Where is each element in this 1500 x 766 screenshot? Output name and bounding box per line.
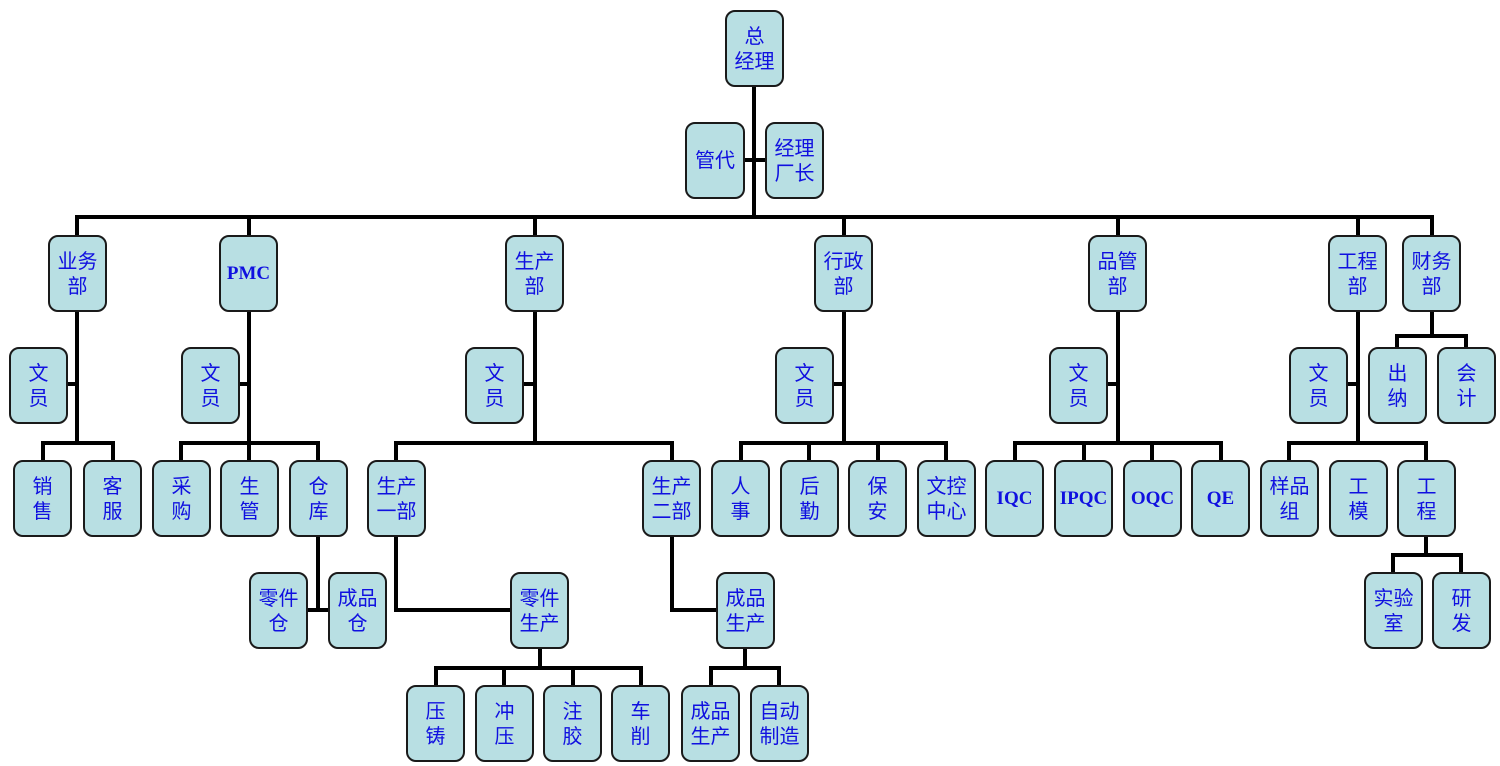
node-security: 保 安 (848, 460, 907, 537)
node-production-dept-1: 生产 一部 (367, 460, 426, 537)
node-sales-clerk: 文 员 (9, 347, 68, 424)
node-engineering-clerk: 文 员 (1289, 347, 1348, 424)
node-stamping: 冲 压 (475, 685, 534, 762)
node-purchasing: 采 购 (152, 460, 211, 537)
node-accounting: 会 计 (1437, 347, 1496, 424)
node-logistics: 后 勤 (780, 460, 839, 537)
node-production-dept-2: 生产 二部 (642, 460, 701, 537)
node-qc-clerk: 文 员 (1049, 347, 1108, 424)
line-eng-bus (1287, 441, 1428, 463)
node-qc-dept: 品管 部 (1088, 235, 1147, 312)
node-engineering-dept: 工程 部 (1328, 235, 1387, 312)
line-pmc-bus (179, 441, 320, 463)
line-prod1-parts (394, 535, 512, 612)
line-finance (1395, 310, 1468, 350)
node-production-clerk: 文 员 (465, 347, 524, 424)
node-injection: 注 胶 (543, 685, 602, 762)
node-sample-group: 样品 组 (1260, 460, 1319, 537)
node-management-representative: 管代 (685, 122, 745, 199)
line-parts-bus (434, 647, 643, 688)
node-customer-service: 客 服 (83, 460, 142, 537)
node-warehouse: 仓 库 (289, 460, 348, 537)
node-document-control: 文控 中心 (917, 460, 976, 537)
node-parts-warehouse: 零件 仓 (249, 572, 308, 649)
node-pmc-clerk: 文 员 (181, 347, 240, 424)
node-admin-clerk: 文 员 (775, 347, 834, 424)
line-prod-bus (394, 441, 674, 463)
node-pmc: PMC (219, 235, 278, 312)
line-sales-bus (41, 441, 115, 463)
node-qe: QE (1191, 460, 1250, 537)
line-eng-sub (1391, 535, 1463, 576)
node-cashier: 出 纳 (1368, 347, 1427, 424)
node-automated-manufacturing: 自动 制造 (750, 685, 809, 762)
node-finance-dept: 财务 部 (1402, 235, 1461, 312)
node-laboratory: 实验 室 (1364, 572, 1423, 649)
line-prod2-finished (670, 535, 718, 612)
node-production-dept: 生产 部 (505, 235, 564, 312)
line-warehouse (306, 535, 330, 612)
node-turning: 车 削 (611, 685, 670, 762)
line-finished-bus (709, 647, 781, 688)
node-sales-dept: 业务 部 (48, 235, 107, 312)
node-finished-production-sub: 成品 生产 (681, 685, 740, 762)
node-rnd: 研 发 (1432, 572, 1491, 649)
node-factory-manager: 经理 厂长 (765, 122, 824, 199)
line-admin-bus (739, 441, 948, 463)
line-qc-bus (1013, 441, 1223, 463)
node-hr: 人 事 (711, 460, 770, 537)
node-die-casting: 压 铸 (406, 685, 465, 762)
node-engineering: 工 程 (1397, 460, 1456, 537)
node-general-manager: 总 经理 (725, 10, 784, 87)
node-sales: 销 售 (13, 460, 72, 537)
node-finished-production: 成品 生产 (716, 572, 775, 649)
node-oqc: OQC (1123, 460, 1182, 537)
node-finished-goods-warehouse: 成品 仓 (328, 572, 387, 649)
node-admin-dept: 行政 部 (814, 235, 873, 312)
node-tooling: 工 模 (1329, 460, 1388, 537)
node-iqc: IQC (985, 460, 1044, 537)
node-production-control: 生 管 (220, 460, 279, 537)
node-ipqc: IPQC (1054, 460, 1113, 537)
node-parts-production: 零件 生产 (510, 572, 569, 649)
